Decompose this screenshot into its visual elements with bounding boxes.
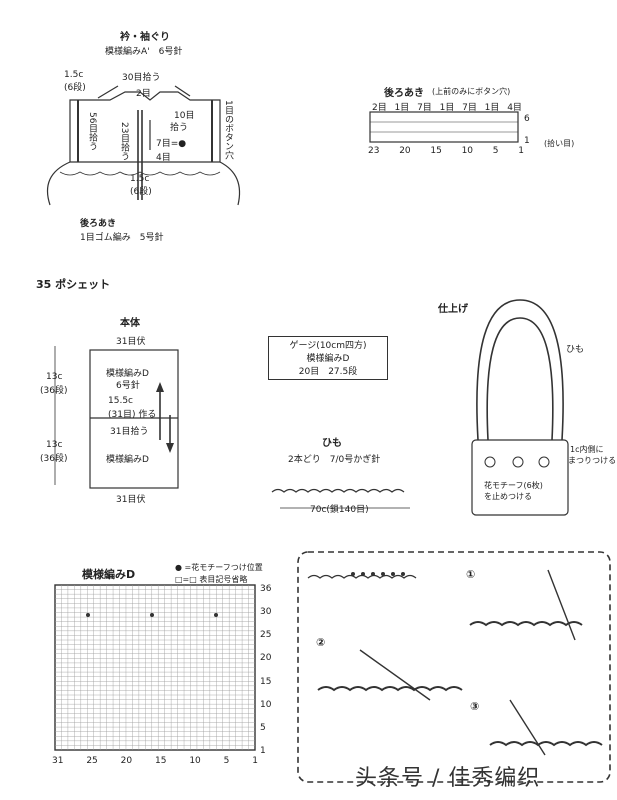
body-bottom: 31目伏 (116, 495, 146, 505)
back-label: 後ろあき (80, 219, 117, 229)
chart-col-labels: 31 25 20 15 10 5 1 (52, 756, 258, 766)
bottom-num: 20 (399, 146, 411, 156)
bottom-num: 5 (492, 146, 499, 156)
chart-title: 模様編みD (82, 568, 136, 581)
row-label: 36 (260, 584, 272, 594)
back-right-one: 1 (524, 136, 530, 146)
body-make: 15.5c (108, 396, 133, 406)
watermark: 头条号 / 佳秀编织 (355, 766, 541, 791)
seven-label: 7目=● (156, 139, 187, 149)
back-opening-top-labels: 2目 1目 7目 1目 7目 1目 4目 (372, 100, 522, 113)
finish-attach2: まつりつける (568, 456, 617, 465)
top-label: 2目 (372, 103, 387, 113)
body-h1: 13c (46, 372, 63, 382)
ten-label: 10目 (174, 111, 195, 121)
cord-spec: 2本どり 7/0号かぎ針 (288, 455, 381, 465)
bottom-num: 10 (461, 146, 474, 156)
pick-note: (拾い目) (544, 139, 575, 148)
top-label: 4目 (507, 103, 522, 113)
top-label: 1目 (394, 103, 410, 113)
pick56-label: 56目拾う (87, 112, 97, 151)
body-h2-rows: (36段) (40, 454, 68, 464)
step-1: ① (466, 568, 476, 581)
body-pattern1: 模様編みD (106, 369, 149, 379)
four-label: 4目 (156, 153, 171, 163)
finish-motif1: 花モチーフ(6枚) (484, 481, 543, 490)
col-label: 1 (252, 756, 258, 766)
body-h2: 13c (46, 440, 63, 450)
back-rib-label: 1目ゴム編み 5号針 (80, 233, 164, 243)
bottom-num: 15 (430, 146, 442, 156)
gauge-line2: 模様編みD (306, 354, 350, 364)
top-label: 7目 (417, 103, 432, 113)
gauge-line3: 20目 27.5段 (298, 367, 358, 377)
col-label: 31 (52, 756, 64, 766)
col-label: 10 (189, 756, 201, 766)
gauge-line1: ゲージ(10cm四方) (289, 341, 367, 351)
col-label: 25 (86, 756, 98, 766)
neckline-title: 衿・袖ぐり (120, 32, 170, 43)
ten-pick-label: 拾う (170, 123, 189, 133)
body-h1-rows: (36段) (40, 386, 68, 396)
body-make2: (31目) 作る (108, 410, 157, 420)
pochette-title: 35 ポシェット (36, 278, 111, 291)
body-top: 31目伏 (116, 337, 146, 347)
body-pick31: 31目拾う (110, 427, 149, 437)
top-label: 7目 (462, 103, 477, 113)
row-label: 5 (260, 722, 266, 733)
finish-attach1: 1c内側に (570, 445, 604, 454)
bottom-num: 23 (368, 146, 380, 156)
back-opening-bottom-nums: 23 20 15 10 5 1 (368, 146, 524, 156)
bottom-size-label: 1.5c (130, 174, 150, 184)
back-opening-note: (上前のみにボタン穴) (432, 87, 511, 96)
gauge-box: ゲージ(10cm四方) 模様編みD 20目 27.5段 (268, 336, 388, 380)
button-hole-label: 1目のボタン穴 (223, 100, 233, 160)
chart-legend2: □=□ 表目記号省略 (175, 575, 248, 584)
step-2: ② (316, 636, 326, 649)
left-size-label: 1.5c (64, 70, 84, 80)
row-label: 1 (260, 745, 266, 756)
cord-length: 70c(鎖140目) (310, 505, 369, 515)
back-opening-title: 後ろあき (384, 88, 424, 99)
row-label: 25 (260, 630, 272, 641)
finish-motif2: を止めつける (484, 492, 532, 501)
chart-row-labels: 36 30 25 20 15 10 5 1 (260, 584, 271, 756)
back-right-six: 6 (524, 114, 530, 124)
row-label: 15 (260, 676, 272, 687)
pick30-label: 30目拾う (122, 73, 161, 83)
body-needle: 6号針 (116, 381, 140, 391)
row-label: 30 (260, 607, 272, 618)
finish-title: 仕上げ (438, 304, 468, 315)
bottom-num: 1 (518, 146, 524, 156)
two-label: 2目 (136, 89, 151, 99)
pick23-label: 23目拾う (119, 122, 129, 161)
row-label: 10 (260, 699, 272, 710)
finish-cord-label: ひも (566, 345, 585, 355)
row-label: 20 (260, 653, 272, 664)
col-label: 5 (223, 756, 230, 766)
neckline-subtitle: 模様編みA' 6号針 (105, 47, 183, 57)
cord-title: ひも (322, 438, 342, 449)
top-label: 1目 (439, 103, 455, 113)
body-title: 本体 (120, 318, 140, 329)
col-label: 20 (120, 756, 133, 766)
chart-legend1: ● =花モチーフつけ位置 (175, 563, 263, 572)
left-rows-label: (6段) (64, 83, 86, 93)
bottom-rows-label: (6段) (130, 187, 152, 197)
body-pattern2: 模様編みD (106, 455, 149, 465)
col-label: 15 (154, 756, 167, 766)
step-3: ③ (470, 700, 480, 713)
top-label: 1目 (484, 103, 500, 113)
